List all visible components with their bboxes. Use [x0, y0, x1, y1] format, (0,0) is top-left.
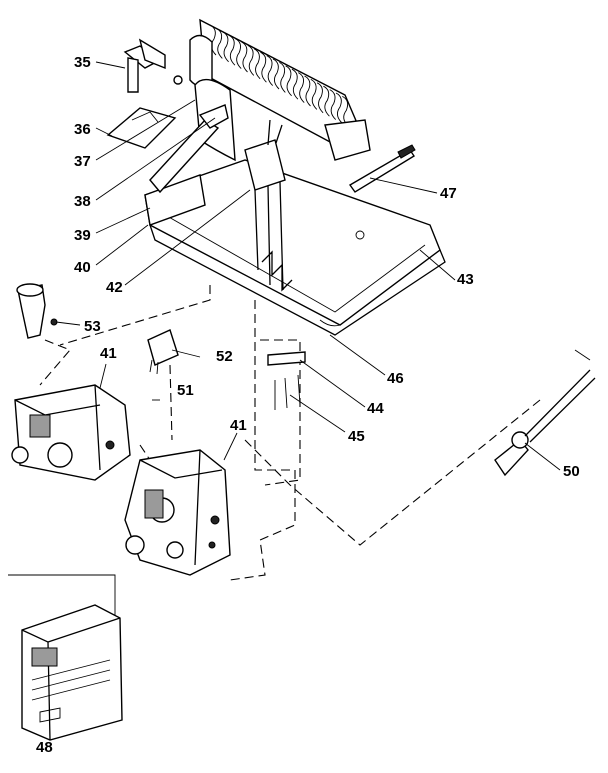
- thermostat-bracket: [267, 351, 306, 410]
- fin-line: [241, 41, 248, 73]
- callout-52: 52: [216, 348, 233, 365]
- callout-38: 38: [74, 193, 91, 210]
- fin-line: [316, 82, 324, 114]
- callout-53: 53: [84, 318, 101, 335]
- callout-46: 46: [387, 370, 404, 387]
- callout-35: 35: [74, 54, 91, 71]
- fin-line: [342, 95, 349, 127]
- fin-line: [310, 78, 318, 110]
- thermostat-48: [8, 574, 123, 741]
- fin-line: [228, 34, 236, 66]
- fin-line: [247, 44, 255, 76]
- fin-line: [335, 92, 343, 124]
- callout-50: 50: [563, 463, 580, 480]
- fin-line: [285, 65, 292, 97]
- fin-line: [279, 61, 286, 93]
- callout-41-center: 41: [230, 417, 247, 434]
- regulator-52: [147, 329, 179, 375]
- fin-line: [216, 27, 223, 59]
- fin-line: [291, 68, 299, 100]
- callout-41-left: 41: [100, 345, 117, 362]
- gas-valve-left: [11, 384, 131, 481]
- fin-line: [272, 58, 280, 90]
- fin-line: [260, 51, 267, 83]
- callout-48: 48: [36, 739, 53, 756]
- callout-labels: 35 36 37 38 39 40 41 41 42 43 44 45 46 4…: [36, 54, 580, 756]
- fin-line: [304, 75, 311, 107]
- burner-tray: [144, 159, 446, 336]
- fin-line: [266, 55, 274, 86]
- callout-51: 51: [177, 382, 194, 399]
- fin-line: [323, 85, 330, 117]
- elbow-fitting: [16, 283, 58, 339]
- electrode: [348, 144, 416, 193]
- callout-40: 40: [74, 259, 91, 276]
- bracket-36: [106, 107, 177, 149]
- callout-42: 42: [106, 279, 123, 296]
- fin-line: [329, 89, 337, 120]
- burner-tube: [149, 104, 229, 194]
- callout-37: 37: [74, 153, 91, 170]
- fin-line: [222, 31, 229, 63]
- heat-exchanger: [189, 18, 371, 162]
- assembly-guide-lines: [39, 285, 541, 581]
- leader-lines: [55, 61, 561, 471]
- callout-44: 44: [367, 400, 384, 417]
- callout-39: 39: [74, 227, 91, 244]
- pilot-assembly: [244, 119, 293, 292]
- callout-36: 36: [74, 121, 91, 138]
- callout-47: 47: [440, 185, 457, 202]
- fin-line: [253, 48, 261, 80]
- fitting-35: [123, 38, 183, 93]
- callout-43: 43: [457, 271, 474, 288]
- fin-line: [297, 72, 305, 103]
- gas-valve-center: [124, 449, 231, 576]
- fin-line: [234, 38, 242, 69]
- sensor-bulb: [494, 349, 596, 477]
- callout-45: 45: [348, 428, 365, 445]
